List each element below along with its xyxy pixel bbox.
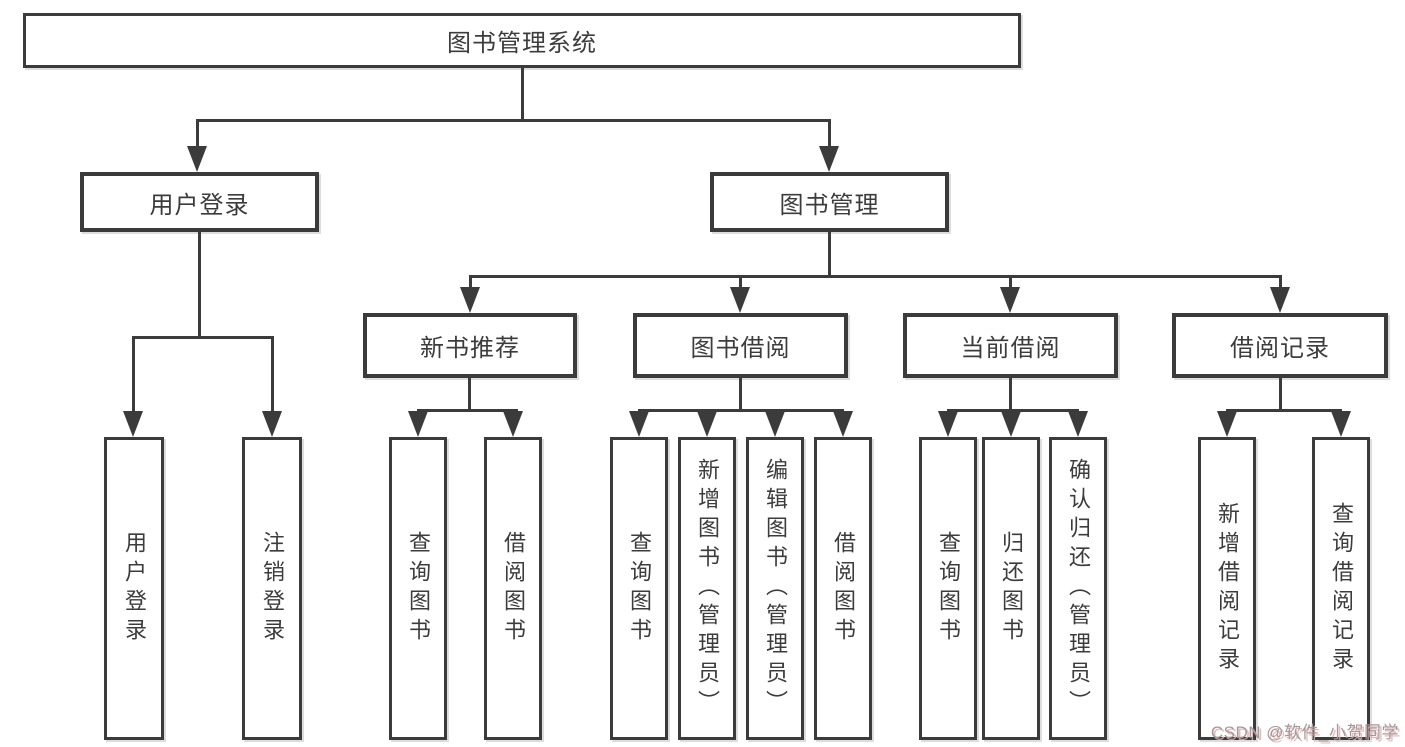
leaf-logout: 注销登录	[242, 437, 302, 740]
leaf-bb-query-books: 查询图书	[610, 437, 668, 740]
arrow-down-icon	[408, 411, 428, 437]
leaf-user-login: 用户登录	[104, 437, 164, 740]
connector-line	[521, 68, 524, 119]
arrow-down-icon	[819, 146, 839, 172]
arrow-down-icon	[765, 411, 785, 437]
arrow-down-icon	[833, 411, 853, 437]
leaf-bb-add-books-label: 新增图书（管理员）	[695, 458, 720, 719]
connector-line	[469, 275, 472, 288]
arrow-down-icon	[1217, 411, 1237, 437]
arrow-down-icon	[697, 411, 717, 437]
leaf-br-add-record: 新增借阅记录	[1198, 437, 1256, 740]
connector-line	[947, 409, 1079, 412]
connector-line	[132, 336, 135, 411]
connector-line	[196, 119, 199, 147]
node-user-login-label: 用户登录	[149, 191, 250, 219]
arrow-down-icon	[1270, 287, 1290, 313]
arrow-down-icon	[1331, 411, 1351, 437]
leaf-nb-query-books: 查询图书	[389, 437, 447, 740]
connector-line	[638, 409, 844, 412]
leaf-nb-borrow-books: 借阅图书	[484, 437, 542, 740]
arrow-down-icon	[938, 411, 958, 437]
leaf-bb-query-books-label: 查询图书	[627, 530, 652, 647]
arrow-down-icon	[187, 146, 207, 172]
connector-line	[1009, 275, 1012, 288]
node-new-books: 新书推荐	[363, 313, 577, 378]
leaf-br-add-record-label: 新增借阅记录	[1215, 501, 1240, 676]
node-borrow-records: 借阅记录	[1172, 313, 1388, 378]
connector-line	[739, 275, 742, 288]
leaf-cb-confirm-return: 确认归还（管理员）	[1049, 437, 1107, 740]
arrow-down-icon	[1068, 411, 1088, 437]
connector-line	[1279, 275, 1282, 288]
arrow-down-icon	[1001, 411, 1021, 437]
leaf-bb-borrow-books-label: 借阅图书	[831, 530, 856, 647]
node-book-borrow-label: 图书借阅	[690, 335, 791, 362]
connector-line	[271, 336, 274, 411]
connector-line	[739, 377, 742, 409]
arrow-down-icon	[629, 411, 649, 437]
arrow-down-icon	[730, 287, 750, 313]
connector-line	[196, 119, 831, 122]
leaf-br-query-record: 查询借阅记录	[1312, 437, 1370, 740]
arrow-down-icon	[503, 411, 523, 437]
arrow-down-icon	[460, 287, 480, 313]
leaf-cb-return-books: 归还图书	[982, 437, 1040, 740]
leaf-logout-label: 注销登录	[260, 530, 285, 647]
arrow-down-icon	[123, 411, 143, 437]
leaf-bb-add-books: 新增图书（管理员）	[678, 437, 736, 740]
leaf-user-login-label: 用户登录	[122, 530, 147, 647]
arrow-down-icon	[1000, 287, 1020, 313]
connector-line	[1226, 409, 1342, 412]
leaf-bb-borrow-books: 借阅图书	[814, 437, 872, 740]
node-root: 图书管理系统	[23, 13, 1021, 68]
connector-line	[828, 231, 831, 275]
node-book-mgmt-label: 图书管理	[779, 191, 880, 219]
connector-line	[1279, 377, 1282, 409]
connector-line	[828, 119, 831, 147]
node-borrow-records-label: 借阅记录	[1230, 335, 1330, 362]
node-root-label: 图书管理系统	[447, 30, 597, 57]
leaf-bb-edit-books: 编辑图书（管理员）	[746, 437, 804, 740]
node-book-mgmt: 图书管理	[710, 172, 949, 232]
connector-line	[132, 336, 274, 339]
node-book-borrow: 图书借阅	[633, 313, 848, 378]
node-current-borrow: 当前借阅	[903, 313, 1118, 378]
connector-line	[469, 275, 1282, 278]
leaf-nb-query-books-label: 查询图书	[406, 530, 431, 647]
arrow-down-icon	[262, 411, 282, 437]
leaf-br-query-record-label: 查询借阅记录	[1329, 501, 1354, 676]
connector-line	[1009, 377, 1012, 409]
leaf-cb-query-books-label: 查询图书	[936, 530, 961, 647]
connector-line	[198, 231, 201, 336]
node-user-login: 用户登录	[80, 172, 319, 232]
leaf-cb-query-books: 查询图书	[919, 437, 977, 740]
leaf-cb-confirm-return-label: 确认归还（管理员）	[1066, 458, 1091, 719]
node-new-books-label: 新书推荐	[420, 335, 520, 362]
connector-line	[468, 377, 471, 409]
leaf-cb-return-books-label: 归还图书	[999, 530, 1024, 647]
leaf-nb-borrow-books-label: 借阅图书	[501, 530, 526, 647]
node-current-borrow-label: 当前借阅	[960, 335, 1061, 362]
watermark: CSDN @软件_小贺同学	[1210, 723, 1399, 742]
connector-line	[417, 409, 518, 412]
leaf-bb-edit-books-label: 编辑图书（管理员）	[763, 458, 788, 719]
